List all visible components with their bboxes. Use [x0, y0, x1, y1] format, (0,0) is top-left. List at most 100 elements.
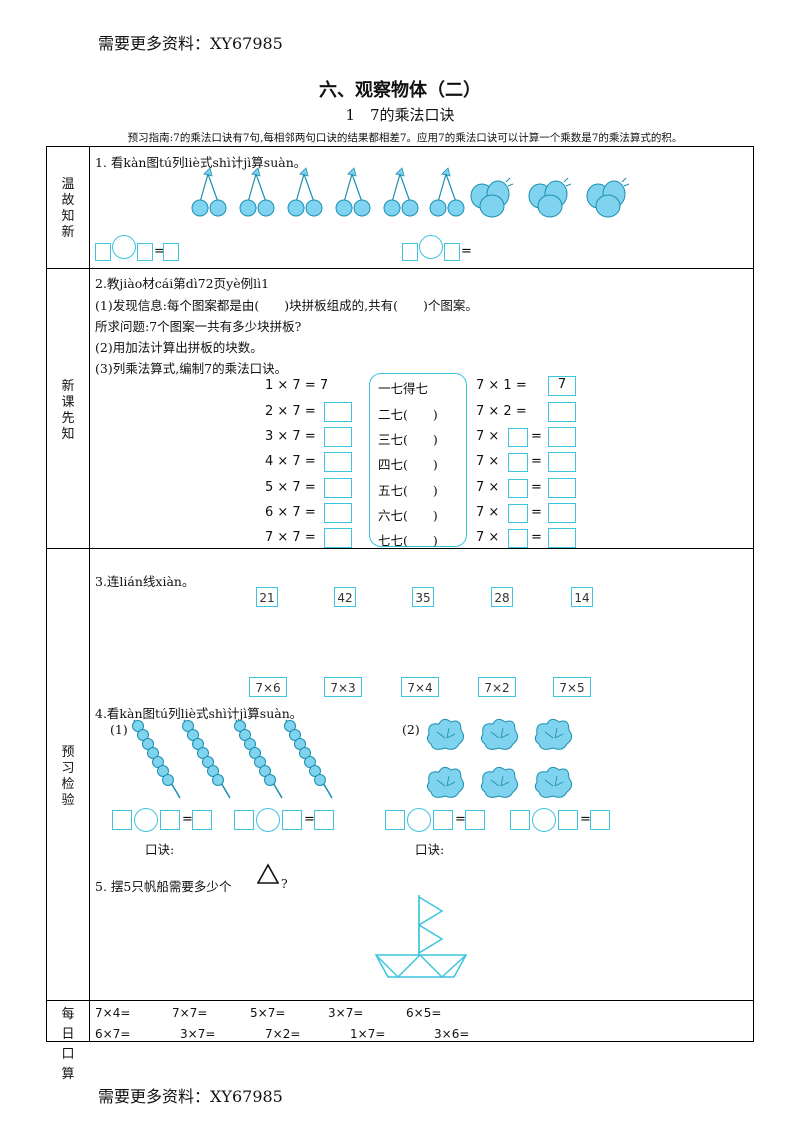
product-card[interactable]: 14: [571, 587, 593, 607]
product-card[interactable]: 35: [412, 587, 434, 607]
question-1: 1. 看kàn图tú列liè式shì计jì算suàn。: [95, 155, 307, 170]
expression-card[interactable]: 7×6: [249, 677, 287, 697]
watermark-top: 需要更多资料：XY67985: [98, 34, 283, 53]
expression-card[interactable]: 7×3: [324, 677, 362, 697]
answer-box[interactable]: [402, 243, 418, 261]
answer-box[interactable]: [324, 452, 352, 472]
question-2: 2.教jiào材cái第dì72页yè例lì1: [95, 276, 270, 291]
operator-circle[interactable]: [112, 235, 136, 259]
multiplication-row: 7 × 7 =: [265, 530, 316, 545]
answer-box[interactable]: [508, 428, 528, 447]
q2-part1: (1)发现信息:每个图案都是由( )块拼板组成的,共有( )个图案。: [95, 298, 478, 313]
operator-circle[interactable]: [256, 808, 280, 832]
equals-sign: =: [455, 812, 466, 827]
oral-problem: 1×7=: [350, 1027, 386, 1041]
equals-sign: =: [154, 244, 165, 259]
oral-problem: 6×5=: [406, 1006, 442, 1020]
answer-box[interactable]: [465, 810, 485, 830]
answer-box[interactable]: [590, 810, 610, 830]
answer-box[interactable]: [548, 427, 576, 447]
row-divider: [47, 548, 753, 549]
oral-problem: 3×7=: [180, 1027, 216, 1041]
rhyme-line: 四七( ): [378, 457, 438, 472]
rhyme-line: 五七( ): [378, 483, 438, 498]
answer-box[interactable]: [508, 529, 528, 548]
answer-box[interactable]: [163, 243, 179, 261]
answer-box[interactable]: [160, 810, 180, 830]
multiplication-row: 3 × 7 =: [265, 429, 316, 444]
rhyme-line: 七七( ): [378, 533, 438, 548]
answer-box[interactable]: [324, 478, 352, 498]
answer-box[interactable]: [112, 810, 132, 830]
answer-box[interactable]: [314, 810, 334, 830]
answer-box[interactable]: [444, 243, 460, 261]
equals-sign: =: [531, 530, 542, 545]
section-label-preview: 预习检验: [61, 745, 75, 808]
operator-circle[interactable]: [134, 808, 158, 832]
row-divider: [47, 1000, 753, 1001]
sailboat-icon: [374, 895, 468, 979]
answer-box[interactable]: [282, 810, 302, 830]
answer-box[interactable]: [324, 402, 352, 422]
section-label-daily: 每日口算: [61, 1007, 75, 1082]
product-card[interactable]: 21: [256, 587, 278, 607]
answer-box[interactable]: [508, 504, 528, 523]
answer-box[interactable]: [324, 503, 352, 523]
multiplication-row: 6 × 7 =: [265, 505, 316, 520]
q4-koujue-2: 口诀:: [415, 842, 445, 857]
answer-box[interactable]: [558, 810, 578, 830]
answer-box[interactable]: [548, 452, 576, 472]
oral-problem: 3×6=: [434, 1027, 470, 1041]
answer-box[interactable]: [548, 528, 576, 548]
equals-sign: =: [182, 812, 193, 827]
multiplication-prefix: 7 ×: [476, 480, 500, 495]
multiplication-row: 7 × 1 =: [476, 378, 527, 393]
answer-box[interactable]: [548, 402, 576, 422]
answer-box[interactable]: [433, 810, 453, 830]
candied-haws-picture: [131, 719, 333, 799]
oral-problem: 7×4=: [95, 1006, 131, 1020]
answer-box-filled[interactable]: 7: [548, 376, 576, 396]
multiplication-prefix: 7 ×: [476, 454, 500, 469]
operator-circle[interactable]: [407, 808, 431, 832]
rhyme-box: [369, 373, 467, 547]
answer-box[interactable]: [385, 810, 405, 830]
answer-box[interactable]: [510, 810, 530, 830]
answer-box[interactable]: [234, 810, 254, 830]
operator-circle[interactable]: [532, 808, 556, 832]
rhyme-line: 三七( ): [378, 432, 438, 447]
answer-box[interactable]: [324, 427, 352, 447]
expression-card[interactable]: 7×5: [553, 677, 591, 697]
q2-part2: (2)用加法计算出拼板的块数。: [95, 340, 263, 355]
equals-sign: =: [531, 429, 542, 444]
page-subtitle: 1 7的乘法口诀: [345, 106, 455, 124]
q2-part3: (3)列乘法算式,编制7的乘法口诀。: [95, 361, 288, 376]
worksheet-table: 温故知新 新课先知 预习检验 每日口算: [46, 146, 754, 1082]
answer-box[interactable]: [508, 453, 528, 472]
answer-box[interactable]: [548, 478, 576, 498]
multiplication-row: 4 × 7 =: [265, 454, 316, 469]
row-divider: [47, 268, 753, 269]
question-4: 4.看kàn图tú列liè式shì计jì算suàn。: [95, 706, 303, 721]
q4-koujue-1: 口诀:: [145, 842, 175, 857]
answer-box[interactable]: [95, 243, 111, 261]
operator-circle[interactable]: [419, 235, 443, 259]
answer-box[interactable]: [548, 503, 576, 523]
answer-box[interactable]: [192, 810, 212, 830]
expression-card[interactable]: 7×4: [401, 677, 439, 697]
question-5: 5. 摆5只帆船需要多少个: [95, 879, 232, 894]
product-card[interactable]: 42: [334, 587, 356, 607]
multiplication-row: 1 × 7 = 7: [265, 378, 329, 393]
answer-box[interactable]: [508, 479, 528, 498]
expression-card[interactable]: 7×2: [478, 677, 516, 697]
answer-box[interactable]: [324, 528, 352, 548]
product-card[interactable]: 28: [491, 587, 513, 607]
answer-box[interactable]: [137, 243, 153, 261]
rhyme-line: 一七得七: [378, 381, 429, 396]
q1-pictures: [191, 167, 630, 218]
multiplication-row: 2 × 7 =: [265, 404, 316, 419]
rhyme-line: 二七( ): [378, 407, 438, 422]
oral-problem: 7×7=: [172, 1006, 208, 1020]
equals-sign: =: [531, 480, 542, 495]
oral-problem: 5×7=: [250, 1006, 286, 1020]
